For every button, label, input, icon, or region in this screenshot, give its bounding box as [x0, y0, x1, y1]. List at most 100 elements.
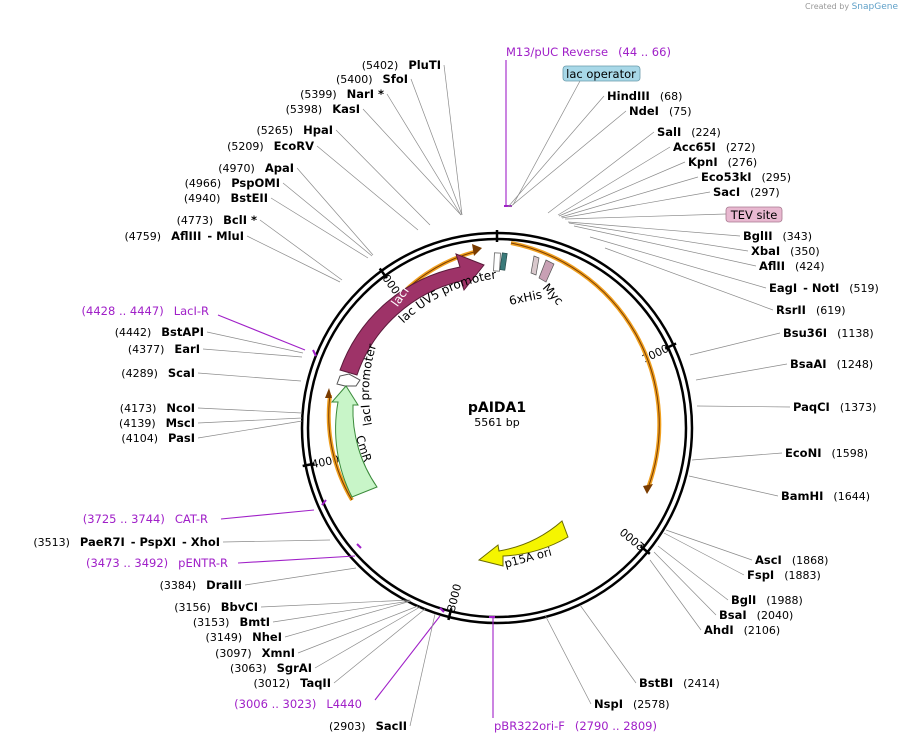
enzyme-site[interactable]: (3384)DraIII [160, 578, 242, 592]
enzyme-site[interactable]: FspI(1883) [747, 568, 821, 582]
enzyme-site[interactable]: (2903)SacII [329, 719, 407, 733]
credit-prefix: Created by [805, 2, 850, 11]
enzyme-site[interactable]: EagI- NotI(519) [769, 281, 879, 295]
enzyme-leader-line [547, 131, 655, 214]
enzyme-site[interactable]: (5400)SfoI [336, 72, 408, 86]
enzyme-leader-line [282, 182, 373, 257]
enzyme-leader-line [333, 608, 426, 684]
small-features [493, 252, 555, 283]
enzyme-site[interactable]: HindIII(68) [607, 89, 682, 103]
p15A-ori-arrow[interactable] [477, 520, 569, 567]
enzyme-leader-line [443, 64, 463, 216]
enzyme-site[interactable]: (5402)PluTI [362, 58, 441, 72]
primer-label[interactable]: pBR322ori-F(2790 .. 2809) [494, 719, 657, 733]
CmR-arrow[interactable] [330, 385, 378, 498]
enzyme-site[interactable]: BsaAI(1248) [790, 357, 873, 371]
lacI-promoter-arrow[interactable] [336, 373, 361, 387]
enzyme-site[interactable]: (4773)BclI * [177, 213, 257, 227]
enzyme-leader-line [202, 348, 303, 358]
enzyme-site[interactable]: NspI(2578) [594, 697, 670, 711]
enzyme-site[interactable]: BstBI(2414) [639, 676, 720, 690]
enzyme-leader-line [579, 604, 637, 684]
enzyme-site[interactable]: (3012)TaqII [254, 676, 332, 690]
enzyme-site[interactable]: (3097)XmnI [215, 646, 295, 660]
lac-operator-label: lac operator [566, 67, 636, 81]
enzyme-leader-line [544, 614, 592, 705]
tick-label: 2000 [617, 525, 647, 553]
enzyme-site[interactable]: (5399)NarI * [300, 87, 384, 101]
enzyme-site[interactable]: (4970)ApaI [218, 161, 294, 175]
primer-label[interactable]: (3725 .. 3744)CAT-R [83, 512, 208, 526]
enzyme-site[interactable]: (4289)ScaI [121, 366, 195, 380]
enzyme-site[interactable]: (4759)AflIII- MluI [125, 229, 244, 243]
enzyme-site[interactable]: (5209)EcoRV [227, 139, 314, 153]
enzyme-site[interactable]: (5398)KasI [286, 102, 360, 116]
enzyme-site[interactable]: (4139)MscI [119, 416, 195, 430]
enzyme-site[interactable]: BglI(1988) [731, 593, 803, 607]
enzyme-site[interactable]: RsrII(619) [776, 303, 846, 317]
plasmid-size: 5561 bp [474, 416, 519, 429]
lacI-arrow[interactable] [339, 253, 485, 376]
enzyme-site[interactable]: (4940)BstEII [184, 191, 268, 205]
enzyme-leader-line [665, 529, 753, 561]
enzyme-site[interactable]: AscI(1868) [755, 553, 828, 567]
enzyme-leader-line [557, 146, 671, 216]
enzyme-site[interactable]: (3513)PaeR7I- PspXI- XhoI [33, 535, 220, 549]
enzyme-site[interactable]: (4104)PasI [121, 431, 195, 445]
enzyme-leader-line [410, 78, 463, 216]
enzyme-site[interactable]: XbaI(350) [751, 244, 820, 258]
enzyme-site[interactable]: (4442)BstAPI [115, 325, 204, 339]
primer-annotations: M13/pUC Reverse(44 .. 66) (4428 .. 4447)… [82, 45, 671, 733]
enzyme-site[interactable]: Eco53kI(295) [701, 170, 791, 184]
enzyme-leader-line [589, 236, 767, 289]
enzyme-leader-line [573, 225, 757, 267]
enzyme-site[interactable]: (3156)BbvCI [174, 600, 258, 614]
primer-label[interactable]: (4428 .. 4447)LacI-R [82, 304, 209, 318]
enzyme-leader-line [297, 605, 419, 654]
enzyme-site[interactable]: NdeI(75) [629, 104, 692, 118]
enzyme-leader-line [695, 363, 788, 381]
enzyme-site[interactable]: (4173)NcoI [120, 401, 195, 415]
primer-label[interactable]: M13/pUC Reverse(44 .. 66) [506, 45, 671, 59]
enzyme-site[interactable]: (3153)BmtI [193, 615, 270, 629]
enzyme-site[interactable]: (3149)NheI [206, 630, 282, 644]
enzyme-site[interactable]: BglII(343) [743, 229, 812, 243]
enzyme-site[interactable]: AflII(424) [759, 259, 825, 273]
enzyme-site[interactable]: Acc65I(272) [673, 140, 755, 154]
enzyme-site[interactable]: (4377)EarI [128, 342, 200, 356]
enzyme-site[interactable]: (5265)HpaI [257, 123, 333, 137]
lac-operator-box[interactable] [562, 65, 641, 82]
enzyme-site[interactable]: SacI(297) [713, 185, 780, 199]
enzyme-leader-line [568, 222, 749, 252]
enzyme-site[interactable]: EcoNI(1598) [785, 446, 868, 460]
enzyme-site[interactable]: Bsu36I(1138) [783, 326, 874, 340]
enzyme-site[interactable]: BsaI(2040) [719, 608, 793, 622]
enzyme-site[interactable]: KpnI(276) [688, 155, 757, 169]
enzyme-site[interactable]: PaqCI(1373) [793, 400, 876, 414]
enzyme-leader-line [260, 599, 411, 608]
enzyme-leader-line [246, 235, 341, 283]
primer-label[interactable]: (3006 .. 3023)L4440 [234, 697, 362, 711]
enzyme-leader-line [222, 539, 331, 543]
enzyme-labels-right: HindIII(68)NdeI(75) SalI(224)Acc65I(272)K… [507, 89, 879, 711]
enzyme-leader-line [663, 532, 745, 576]
tick-mark [447, 608, 453, 621]
enzyme-site[interactable]: BamHI(1644) [781, 489, 870, 503]
tick-label: 3000 [445, 583, 464, 613]
enzyme-leader-line [197, 372, 302, 382]
enzyme-leader-line [657, 545, 729, 601]
TEV-site-box[interactable] [725, 206, 783, 223]
enzyme-site[interactable]: (3063)SgrAI [230, 661, 312, 675]
primer-label[interactable]: (3473 .. 3492)pENTR-R [86, 556, 228, 570]
enzyme-leader-line [653, 551, 717, 616]
enzyme-leader-line [362, 108, 462, 216]
enzyme-leader-line [296, 167, 374, 256]
enzyme-site[interactable]: (4966)PspOMI [185, 176, 280, 190]
enzyme-leader-line [314, 606, 421, 669]
TEV-site-leader [564, 213, 727, 220]
enzyme-leader-line [244, 567, 357, 586]
enzyme-leader-line [507, 95, 605, 208]
enzyme-site[interactable]: SalI(224) [657, 125, 721, 139]
enzyme-leader-line [386, 93, 462, 216]
enzyme-site[interactable]: AhdI(2106) [704, 623, 780, 637]
